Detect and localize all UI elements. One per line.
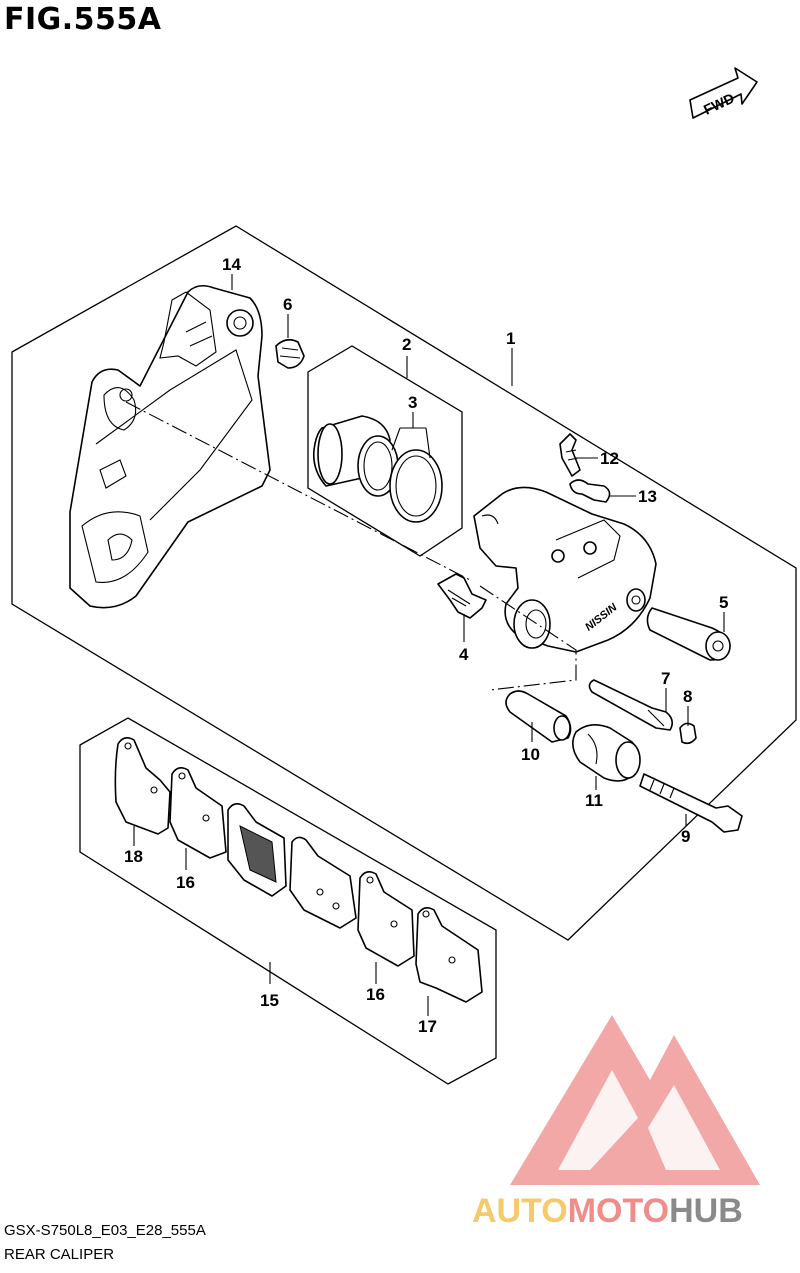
logo-text-hub: HUB bbox=[669, 1192, 743, 1230]
callout-13: 13 bbox=[638, 487, 657, 506]
logo-text-moto: MOTO bbox=[568, 1192, 669, 1230]
pad-set-outline bbox=[79, 717, 497, 1085]
leader-lines bbox=[133, 274, 725, 1016]
callout-10: 10 bbox=[521, 745, 540, 764]
automotohub-logo: AUTOMOTOHUB bbox=[472, 1015, 760, 1230]
callout-17: 17 bbox=[418, 1017, 437, 1036]
callout-15: 15 bbox=[260, 991, 279, 1010]
callout-7: 7 bbox=[661, 669, 670, 688]
callout-2: 2 bbox=[402, 335, 411, 354]
sleeve-10 bbox=[505, 690, 572, 743]
boot-11 bbox=[572, 724, 641, 782]
pad-spring bbox=[437, 573, 487, 619]
callout-16-upper: 16 bbox=[176, 873, 195, 892]
bleeder-cap bbox=[569, 479, 611, 503]
callout-4: 4 bbox=[459, 645, 469, 664]
assembly-outline bbox=[11, 225, 797, 941]
callout-18: 18 bbox=[124, 847, 143, 866]
piston-and-seals bbox=[312, 415, 443, 523]
slide-pin-5 bbox=[646, 607, 731, 661]
plug-8 bbox=[679, 722, 697, 745]
callout-11: 11 bbox=[585, 791, 603, 810]
figure-title: FIG.555A bbox=[4, 2, 162, 37]
callout-8: 8 bbox=[683, 687, 692, 706]
callout-6: 6 bbox=[283, 295, 292, 314]
caliper-bracket bbox=[69, 284, 271, 609]
assembly-axis-line bbox=[125, 401, 577, 691]
logo-text-auto: AUTO bbox=[472, 1192, 568, 1230]
callout-9: 9 bbox=[681, 827, 690, 846]
brake-pads bbox=[114, 736, 483, 1003]
forward-arrow-icon: FWD bbox=[689, 67, 758, 119]
caliper-body: NISSIN bbox=[473, 486, 657, 653]
piston-kit-outline bbox=[307, 345, 463, 557]
model-code: GSX-S750L8_E03_E28_555A bbox=[4, 1222, 206, 1239]
figure-caption: REAR CALIPER bbox=[4, 1246, 115, 1263]
callout-3: 3 bbox=[408, 393, 417, 412]
svg-text:AUTOMOTOHUB: AUTOMOTOHUB bbox=[472, 1192, 743, 1230]
callout-12: 12 bbox=[600, 449, 619, 468]
bolt-9 bbox=[639, 773, 743, 833]
pin-bolt-7 bbox=[588, 679, 674, 731]
callout-1: 1 bbox=[506, 329, 515, 348]
callout-14: 14 bbox=[222, 255, 241, 274]
callout-16-lower: 16 bbox=[366, 985, 385, 1004]
bleeder-valve bbox=[559, 433, 581, 477]
callout-5: 5 bbox=[719, 593, 728, 612]
bracket-boot bbox=[275, 338, 305, 369]
